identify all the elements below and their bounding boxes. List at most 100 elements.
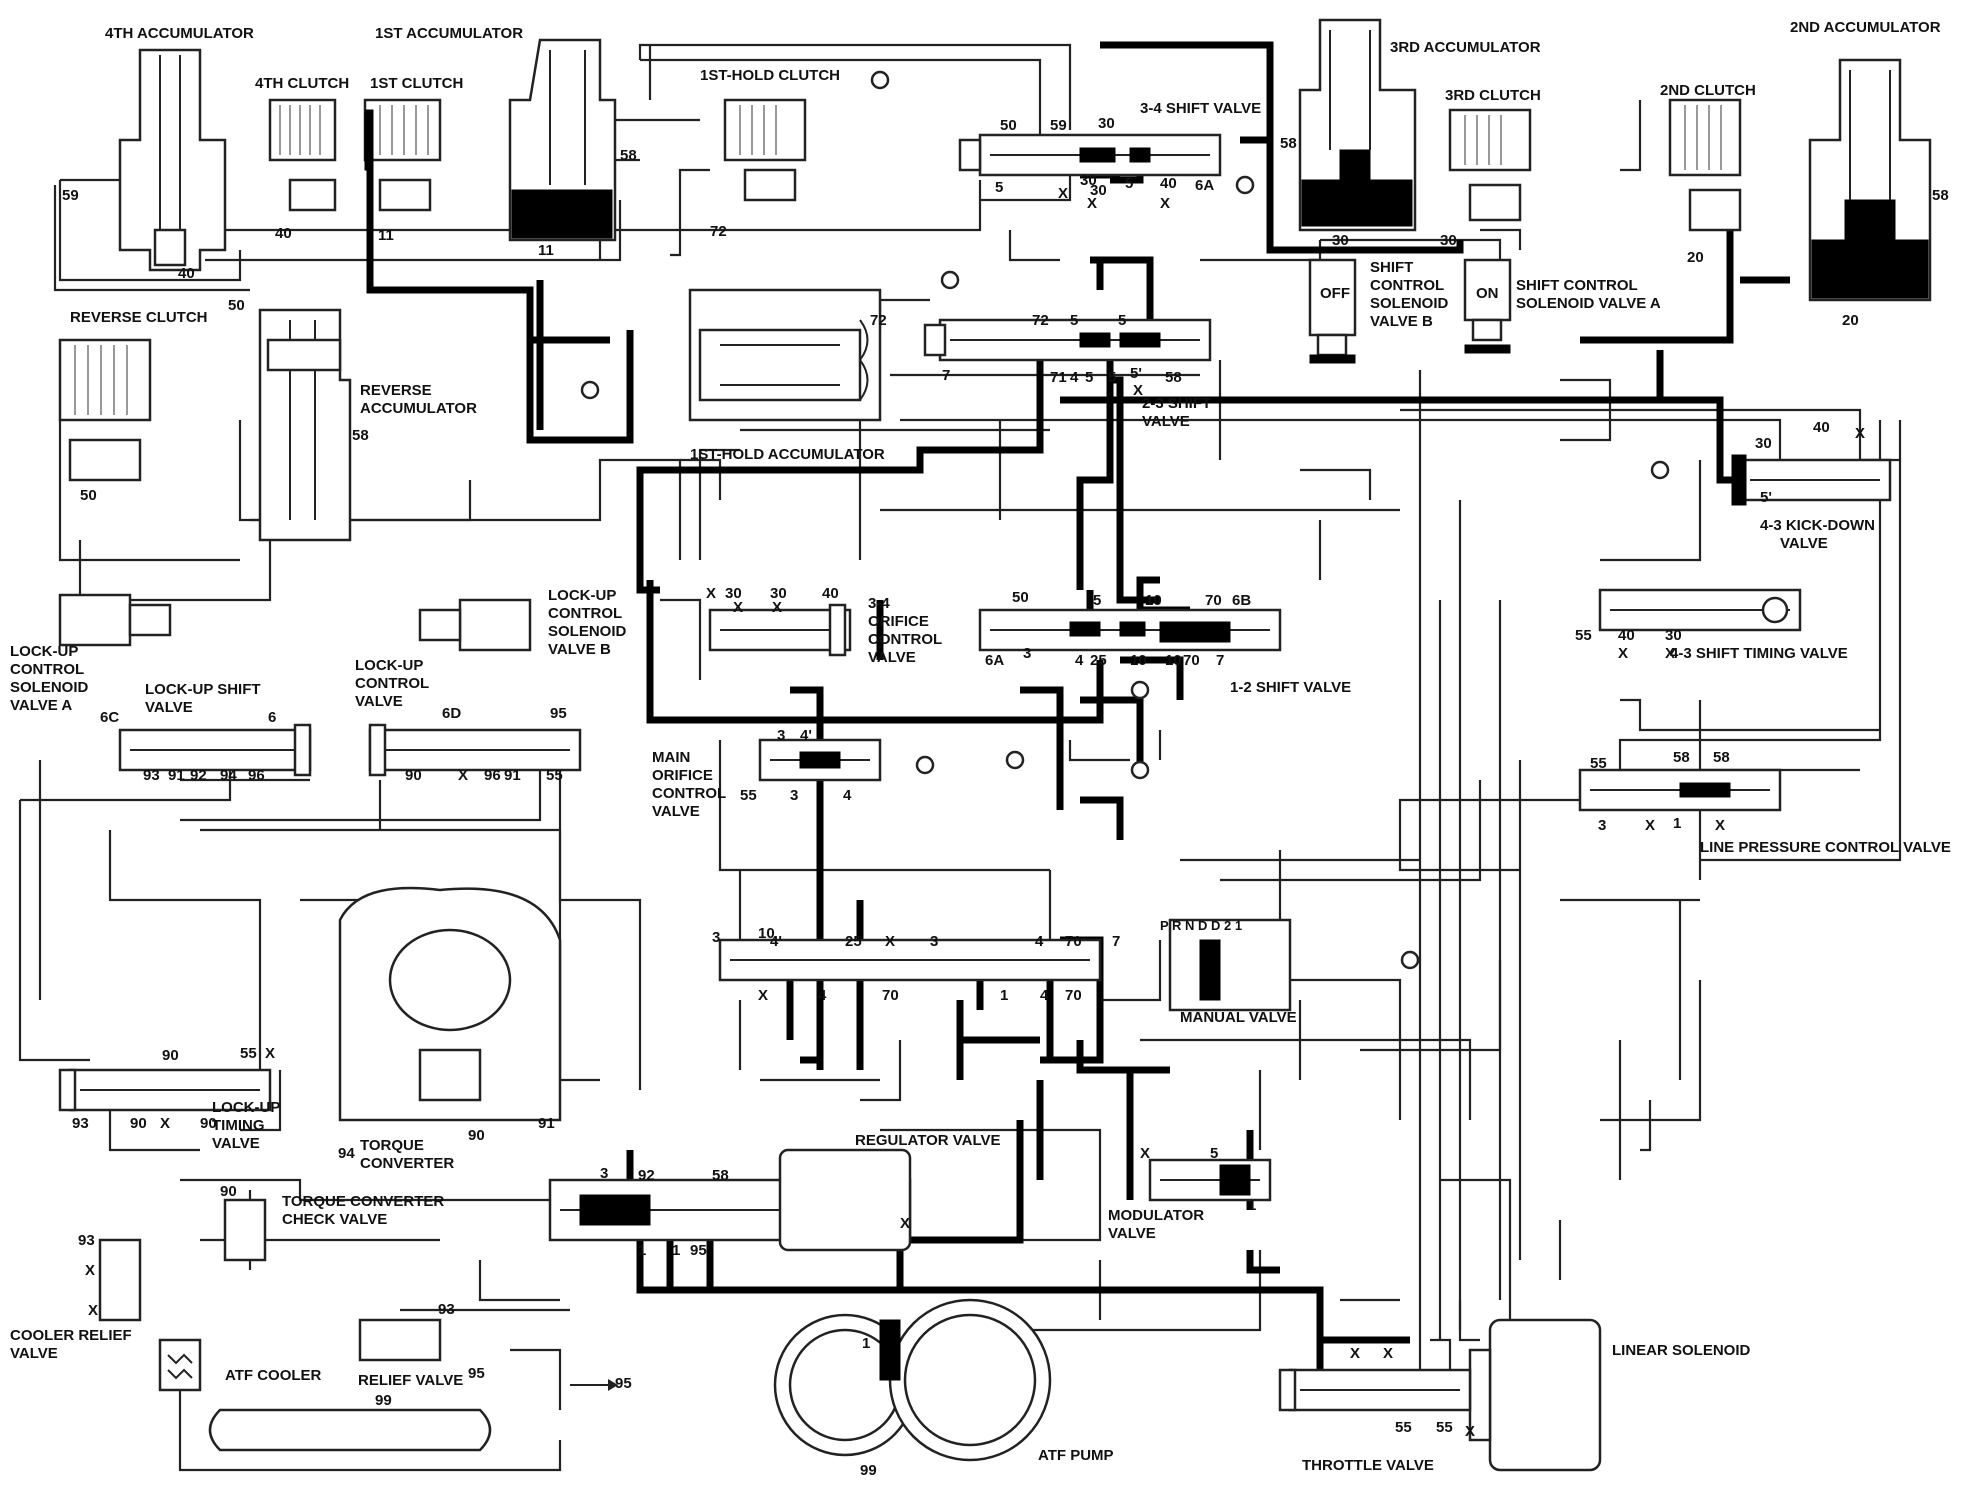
label-lockup-sol-b-2: CONTROL (548, 605, 622, 622)
label-1-2-shift: 1-2 SHIFT VALVE (1230, 679, 1351, 696)
port-label: X (1160, 195, 1170, 212)
port-label: X (1665, 645, 1675, 662)
port-label: X (1350, 1345, 1360, 1362)
port-label: 58 (620, 147, 637, 164)
main-orifice-control-valve (758, 738, 882, 782)
port-label: 10 (758, 925, 775, 942)
label-lockup-control-2: CONTROL (355, 675, 429, 692)
label-1st-hold-accumulator: 1ST-HOLD ACCUMULATOR (690, 446, 885, 463)
port-label: X (1133, 382, 1143, 399)
port-label: 50 (80, 487, 97, 504)
port-label: 90 (220, 1183, 237, 1200)
port-label: 10 (1145, 592, 1162, 609)
port-label: 30 (1665, 627, 1682, 644)
port-label: 91 (504, 767, 521, 784)
port-label: 70 (882, 987, 899, 1004)
label-kickdown-1: 4-3 KICK-DOWN (1760, 517, 1875, 534)
port-label: 55 (1590, 755, 1607, 772)
label-torque-converter-1: TORQUE (360, 1137, 424, 1154)
port-label: 40 (1618, 627, 1635, 644)
port-label: 6 (268, 709, 276, 726)
port-label: 40 (1813, 419, 1830, 436)
port-label: 3 (712, 929, 720, 946)
label-1st-hold-clutch: 1ST-HOLD CLUTCH (700, 67, 840, 84)
1st-hold-accumulator (688, 288, 882, 422)
port-label: 55 (1436, 1419, 1453, 1436)
port-label: 55 (1575, 627, 1592, 644)
port-label: 4 (843, 787, 852, 804)
lock-up-shift-valve (118, 723, 312, 777)
port-label: 40 (822, 585, 839, 602)
3-4-shift-valve (958, 133, 1222, 177)
port-label: 30 (1098, 115, 1115, 132)
label-reverse-accumulator-2: ACCUMULATOR (360, 400, 477, 417)
port-label: 7 (1112, 933, 1120, 950)
port-label: X (85, 1262, 95, 1279)
flow-arrow (570, 1379, 618, 1391)
throttle-valve (1278, 1368, 1472, 1412)
label-solenoid-b-1: SHIFT (1370, 259, 1413, 276)
label-2-3-shift-2: VALVE (1142, 413, 1190, 430)
label-atf-pump: ATF PUMP (1038, 1447, 1114, 1464)
label-cooler-relief-2: VALVE (10, 1345, 58, 1362)
4th-accumulator (118, 48, 227, 272)
label-main-orifice-1: MAIN (652, 749, 690, 766)
port-label: 58 (1673, 749, 1690, 766)
label-tc-check-2: CHECK VALVE (282, 1211, 387, 1228)
port-label: 3 (1598, 817, 1606, 834)
port-label: 90 (130, 1115, 147, 1132)
port-label: X (900, 1215, 910, 1232)
port-label: 90 (468, 1127, 485, 1144)
port-label: 5 (1085, 369, 1093, 386)
port-label: 96 (248, 767, 265, 784)
port-label: 93 (438, 1301, 455, 1318)
label-2nd-accumulator: 2ND ACCUMULATOR (1790, 19, 1941, 36)
label-1st-clutch: 1ST CLUTCH (370, 75, 463, 92)
port-label: 5 (1070, 312, 1078, 329)
label-lockup-timing-3: VALVE (212, 1135, 260, 1152)
label-orifice-3: CONTROL (868, 631, 942, 648)
port-label: 99 (375, 1392, 392, 1409)
port-label: 3 (777, 727, 785, 744)
port-label: 95 (690, 1242, 707, 1259)
label-solenoid-a-1: SHIFT CONTROL (1516, 277, 1638, 294)
port-label: 30 (1332, 232, 1349, 249)
port-label: X (772, 599, 782, 616)
shift-control-solenoid-a (1463, 258, 1512, 354)
port-label: 5 (1093, 592, 1101, 609)
label-lockup-sol-a-2: CONTROL (10, 661, 84, 678)
high-pressure-lines (366, 41, 1790, 1400)
4-3-shift-timing-valve (1598, 588, 1802, 632)
label-arrow-95: 95 (615, 1375, 632, 1392)
label-lockup-sol-a-1: LOCK-UP (10, 643, 78, 660)
label-lockup-sol-a-4: VALVE A (10, 697, 72, 714)
label-orifice-4: VALVE (868, 649, 916, 666)
port-label: 3 (790, 787, 798, 804)
port-label: X (1645, 817, 1655, 834)
port-label: 90 (162, 1047, 179, 1064)
3rd-clutch (1448, 108, 1532, 222)
label-reverse-accumulator-1: REVERSE (360, 382, 432, 399)
port-label: X (458, 767, 468, 784)
port-label: 3 (930, 933, 938, 950)
port-label: 1 (1000, 987, 1008, 1004)
torque-converter-check-valve (223, 1198, 267, 1262)
port-label: 5 (1108, 369, 1116, 386)
port-label: 30 (1090, 182, 1107, 199)
port-label: 1 (862, 1335, 870, 1352)
label-line-pressure: LINE PRESSURE CONTROL VALVE (1700, 839, 1951, 856)
label-lockup-sol-b-4: VALVE B (548, 641, 611, 658)
port-label: 71 (1050, 369, 1067, 386)
port-label: 96 (484, 767, 501, 784)
port-label: 5 (995, 179, 1003, 196)
port-label: 58 (1932, 187, 1949, 204)
port-label: 3 (1023, 645, 1031, 662)
port-label: 3 (600, 1165, 608, 1182)
port-label: 5' (1130, 365, 1142, 382)
label-main-orifice-4: VALVE (652, 803, 700, 820)
label-orifice-1: 3-4 (868, 595, 890, 612)
lock-up-control-valve (368, 723, 582, 777)
port-label: X (1855, 425, 1865, 442)
port-label: 70 (1065, 933, 1082, 950)
port-label: 59 (62, 187, 79, 204)
